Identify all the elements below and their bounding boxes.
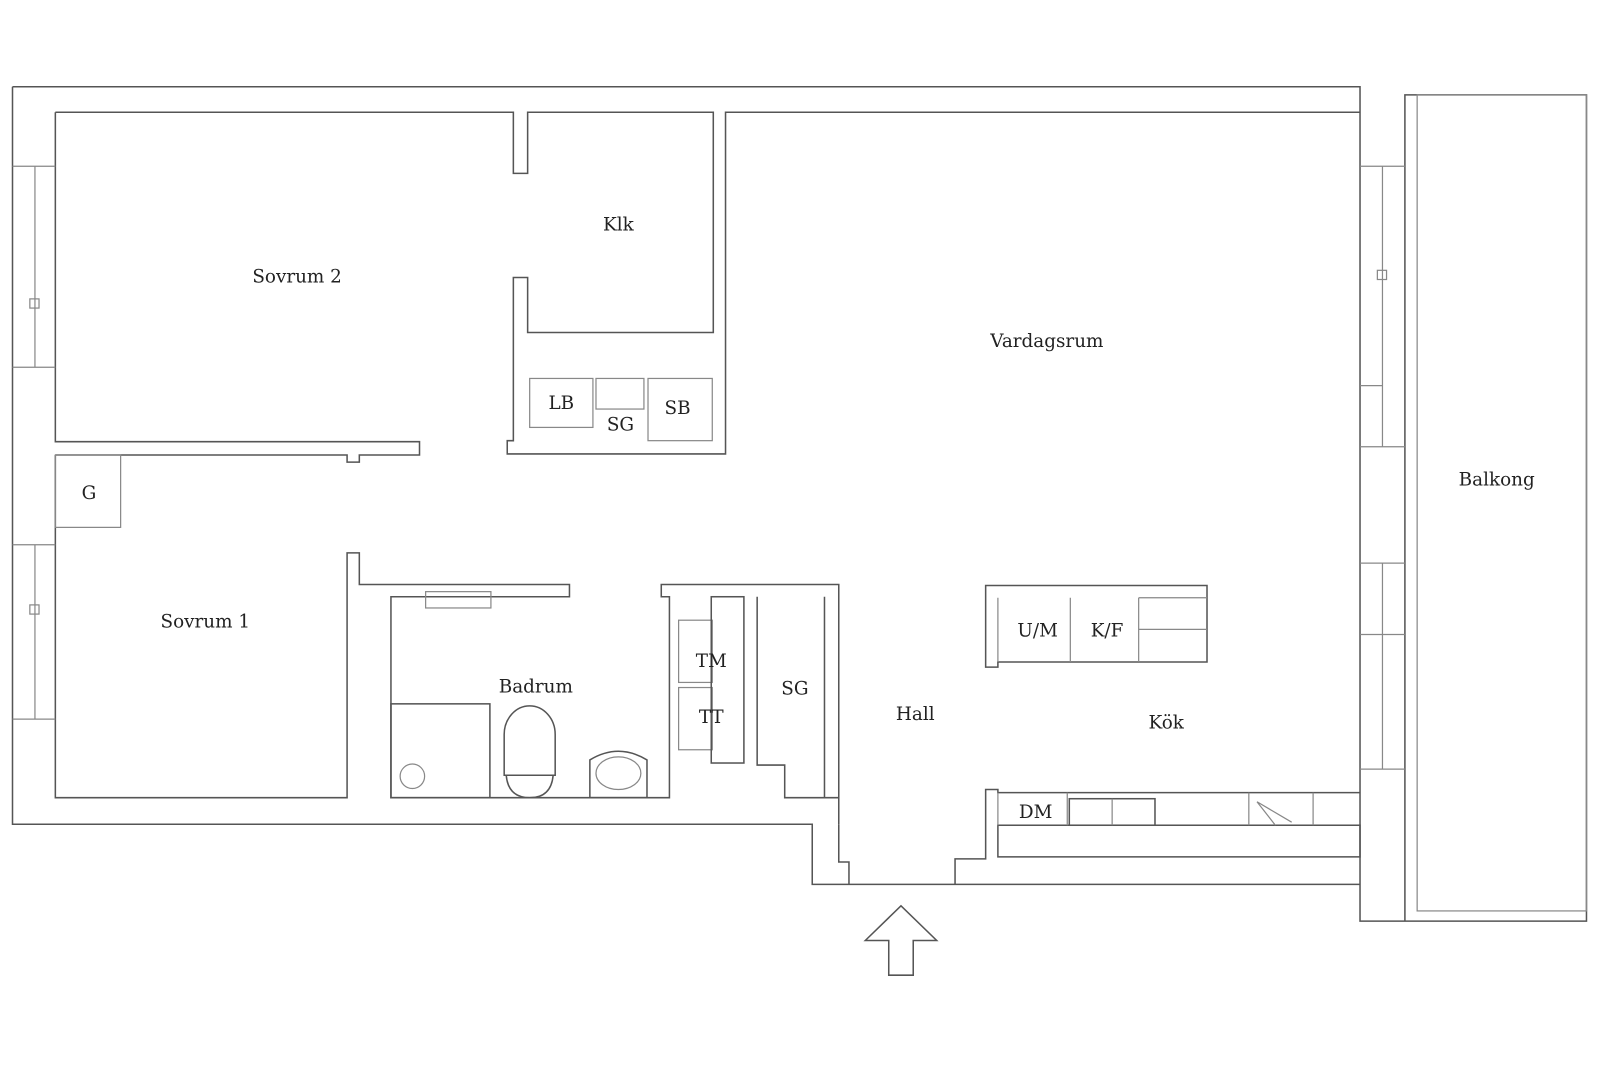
kitchen-counter [997,824,1361,858]
fixture-label-kf: K/F [1091,621,1124,642]
shower [390,703,491,799]
fixture-label-tm: TM [696,651,727,672]
kitchen-island [984,584,1208,668]
fixture-tm [677,619,713,684]
window-handle-icon [1376,269,1388,281]
closet-g [54,454,122,528]
toilet-icon [503,705,556,799]
fixture-sg-box [595,377,645,410]
bathroom-cabinet [710,595,745,764]
shower-drain-icon [399,763,426,790]
room-label-vardagsrum: Vardagsrum [989,331,1103,352]
room-label-sovrum1: Sovrum 1 [161,611,251,632]
bathroom-window [425,591,492,609]
room-label-sovrum2: Sovrum 2 [252,267,342,288]
counter-dividers [997,792,1314,826]
fixture-label-dm: DM [1019,802,1053,823]
fixture-label-um: U/M [1017,621,1057,642]
room-label-hall: Hall [896,704,935,725]
fixture-label-lb: LB [548,393,574,414]
fixture-label-sg: SG [607,414,634,435]
fixture-tt [677,686,713,751]
bedroom1-wall [54,454,840,825]
room-label-badrum: Badrum [499,677,573,698]
room-label-klk: Klk [603,215,635,236]
fixture-lb [529,377,594,429]
island-dividers [997,597,1208,663]
fixture-label-sb: SB [665,398,691,419]
hall-wall [837,788,1361,885]
sink-icon [589,750,648,799]
window-handle-icon [29,298,40,309]
sink-basin [595,756,642,791]
outer-wall [11,85,1588,922]
balcony-railing [1416,94,1588,912]
windows [12,165,1405,770]
fixture-sb [647,377,713,442]
stove-icon [1256,801,1292,826]
window-handle-icon [29,604,40,615]
room-label-kok: Kök [1149,712,1185,733]
fixture-label-sg-hall: SG [781,679,808,700]
room-label-balkong: Balkong [1459,470,1535,491]
closet-label-g: G [82,483,97,504]
inner-wall-left [55,111,1361,455]
entrance-arrow-icon [863,904,939,976]
fixture-label-tt: TT [699,707,725,728]
bedroom2-wall [54,112,421,463]
